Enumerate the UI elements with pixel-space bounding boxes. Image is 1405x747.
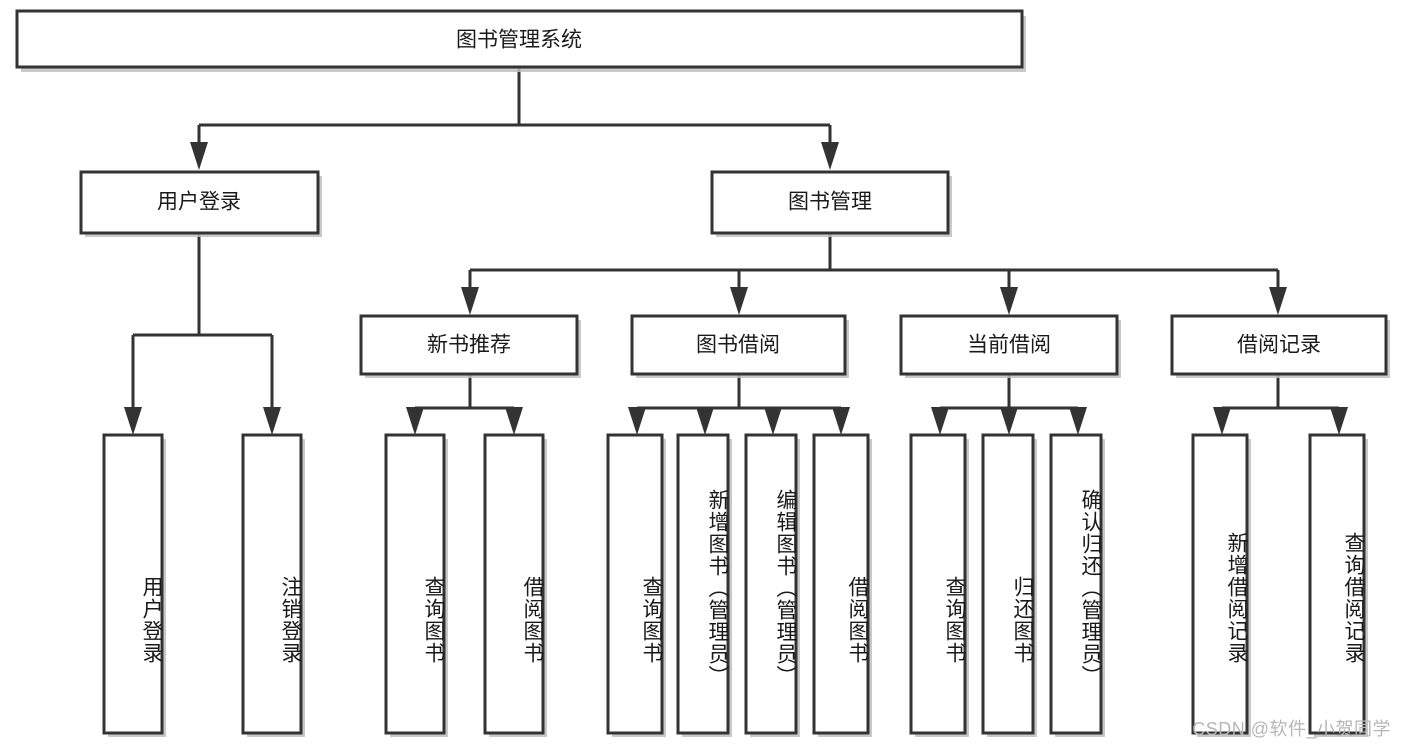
arrow-book-borrow-leaf-2: [696, 407, 714, 435]
leaf-box-book-borrow-4[interactable]: [812, 433, 870, 735]
user-login-node-label: 用户登录: [157, 191, 241, 214]
leaf-box-borrow-record-2[interactable]: [1308, 433, 1366, 735]
leaf-box-book-borrow-2[interactable]: [676, 433, 730, 735]
arrow-to-user-login: [190, 142, 208, 170]
arrow-current-borrow-leaf-1: [931, 407, 949, 435]
arrow-to-book-borrow: [730, 287, 748, 315]
arrow-book-borrow-leaf-3: [764, 407, 782, 435]
arrow-to-current-borrow: [1000, 287, 1018, 315]
new-book-node-box[interactable]: [359, 314, 579, 376]
leaf-box-current-borrow-2[interactable]: [981, 433, 1035, 735]
current-borrow-node-label: 当前借阅: [967, 334, 1051, 357]
root-node-label: 图书管理系统: [456, 29, 582, 52]
arrow-to-book-manage: [821, 142, 839, 170]
leaf-box-book-borrow-3[interactable]: [744, 433, 798, 735]
new-book-node-label: 新书推荐: [427, 334, 511, 357]
leaf-box-new-book-1[interactable]: [384, 433, 446, 735]
borrow-record-node-label: 借阅记录: [1237, 334, 1321, 357]
leaf-box-borrow-record-1[interactable]: [1191, 433, 1249, 735]
arrow-book-borrow-leaf-1: [628, 407, 646, 435]
csdn-watermark: CSDN @软件_小贺同学: [1192, 719, 1391, 739]
book-manage-node-box[interactable]: [710, 170, 950, 235]
arrow-user-login-leaf-2: [263, 407, 281, 435]
arrow-current-borrow-leaf-2: [1000, 407, 1018, 435]
arrow-new-book-leaf-1: [406, 407, 424, 435]
user-login-node-box[interactable]: [79, 170, 320, 235]
arrow-to-new-book: [461, 287, 479, 315]
leaf-box-user-login-1[interactable]: [102, 433, 164, 735]
arrow-borrow-record-leaf-1: [1213, 407, 1231, 435]
borrow-record-node-box[interactable]: [1170, 314, 1388, 376]
arrow-current-borrow-leaf-3: [1069, 407, 1087, 435]
leaf-box-current-borrow-3[interactable]: [1049, 433, 1103, 735]
leaf-box-new-book-2[interactable]: [483, 433, 545, 735]
root-node-box[interactable]: [15, 9, 1024, 69]
arrow-to-borrow-record: [1269, 287, 1287, 315]
book-borrow-node-box[interactable]: [630, 314, 847, 376]
connectors-layer: [124, 67, 1348, 435]
leaf-box-user-login-2[interactable]: [241, 433, 303, 735]
nodes-layer: 图书管理系统 用户登录 图书管理 新书推荐 图书借阅 当前借阅 借阅记录: [15, 9, 1390, 737]
leaf-box-book-borrow-1[interactable]: [606, 433, 664, 735]
arrow-new-book-leaf-2: [505, 407, 523, 435]
leaf-box-current-borrow-1[interactable]: [909, 433, 967, 735]
book-borrow-node-label: 图书借阅: [696, 334, 780, 357]
arrow-book-borrow-leaf-4: [832, 407, 850, 435]
arrow-user-login-leaf-1: [124, 407, 142, 435]
current-borrow-node-box[interactable]: [899, 314, 1119, 376]
arrow-borrow-record-leaf-2: [1330, 407, 1348, 435]
book-manage-node-label: 图书管理: [788, 191, 872, 214]
